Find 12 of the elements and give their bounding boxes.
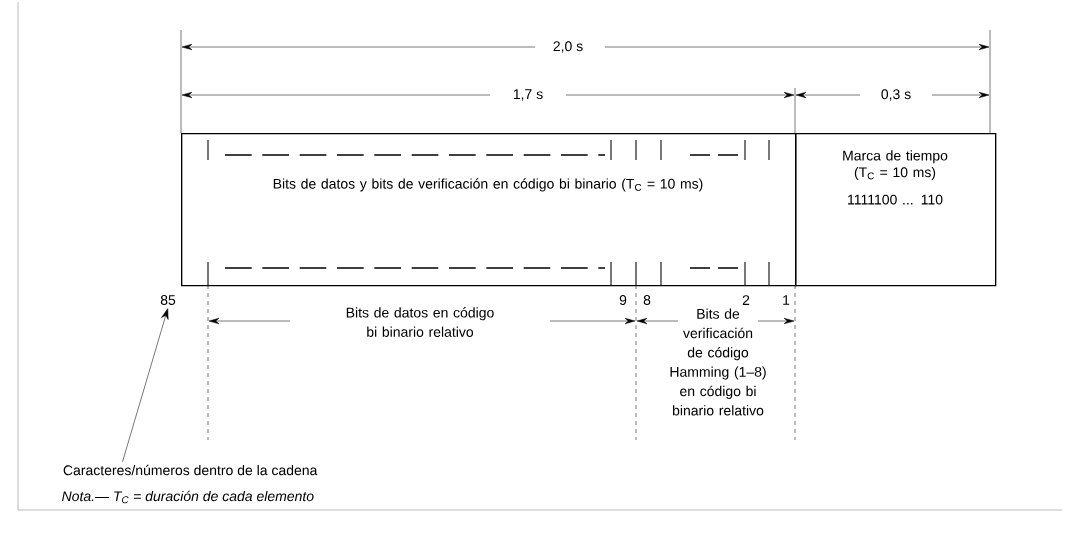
- callout-number: 85: [160, 295, 176, 305]
- dimension-label: 1,7 s: [511, 87, 545, 103]
- dimension-label: 2,0 s: [551, 39, 585, 55]
- caption-text: Caracteres/números dentro de la cadena: [63, 464, 318, 476]
- bit-number: 1: [780, 293, 792, 307]
- leader-line: [122, 308, 169, 463]
- dimension-label: Bits de verificación de código Hamming (1–8) en código bi binario relativo: [670, 308, 766, 416]
- dimension-label: Bits de datos en código bi binario relativo: [346, 307, 494, 337]
- data-bits-box: Bits de datos y bits de verificación en código bi binario (T$_{C}$ = 10 ms): [181, 133, 797, 287]
- note-text: Nota.— T$_{C}$ = duración de cada elemento: [60, 489, 316, 505]
- time-mark-box: Marca de tiempo (T$_{C}$ = 10 ms) 1111100 ... 110: [795, 133, 997, 287]
- dimension-label: 0,3 s: [879, 87, 913, 103]
